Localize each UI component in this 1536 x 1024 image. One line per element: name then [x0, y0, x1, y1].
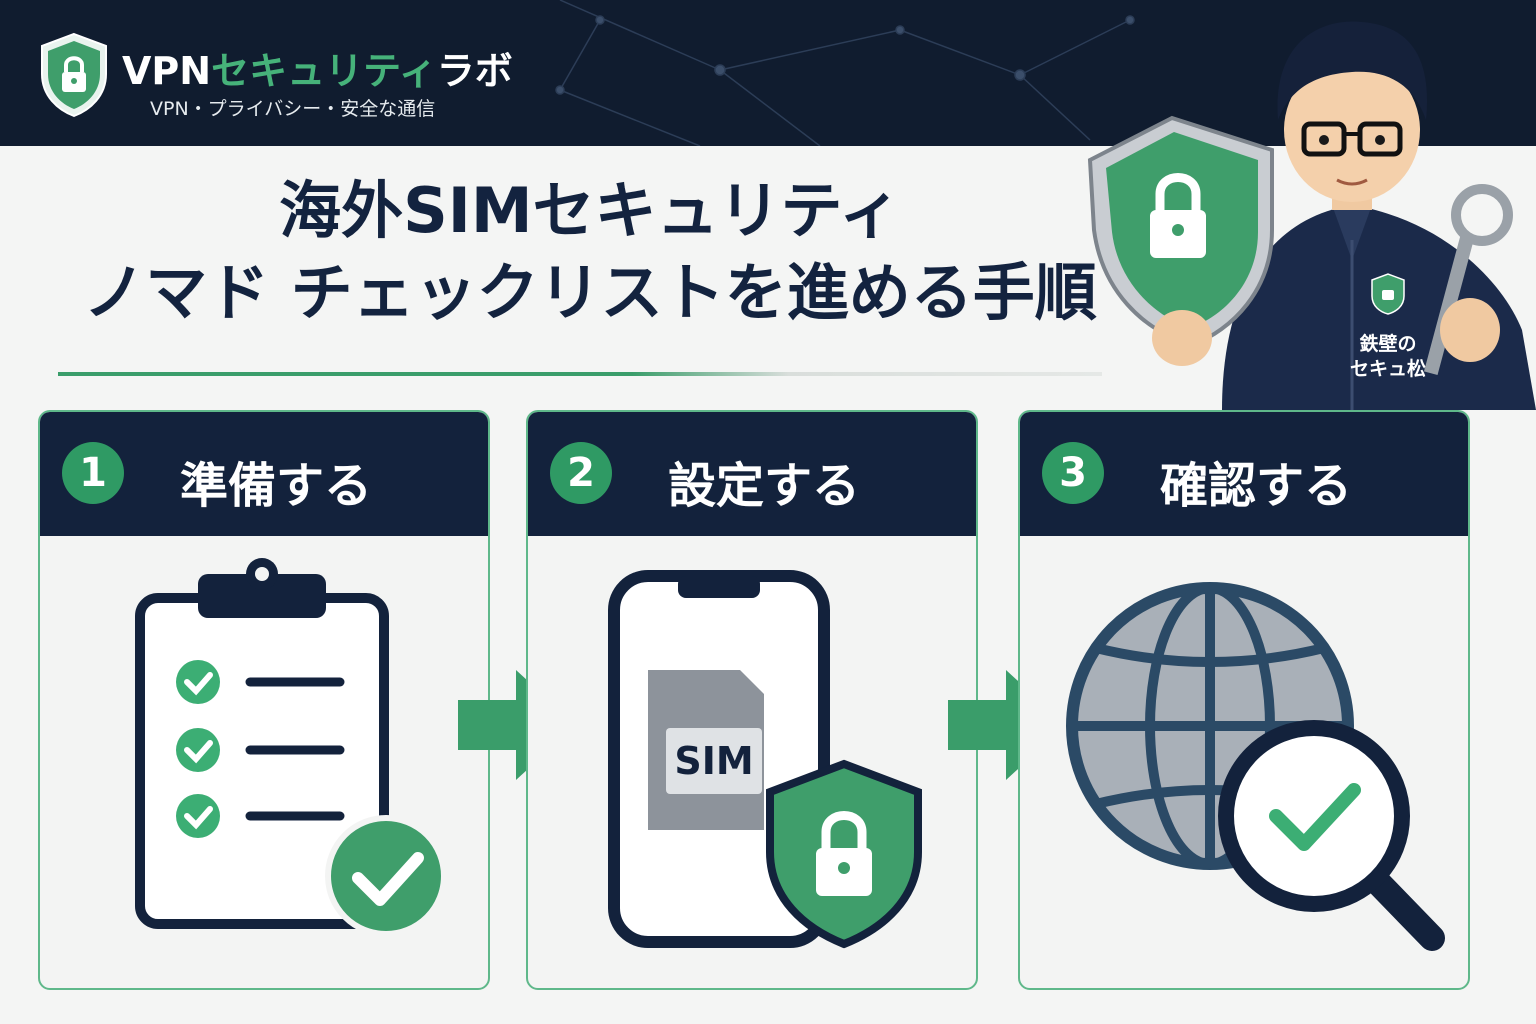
arrow-right-icon	[458, 670, 576, 780]
title-line-2: ノマド チェックリストを進める手順	[83, 256, 1097, 329]
network-background	[555, 0, 1135, 146]
step-panel-1: 1 準備する	[38, 410, 490, 990]
title-underline	[58, 372, 1102, 376]
step-label-3: 確認する	[1160, 458, 1353, 514]
shield-lock-logo-icon	[41, 32, 107, 118]
shield-icon	[1087, 115, 1274, 348]
sim-label: SIM	[674, 739, 753, 783]
globe-magnifier-check-icon	[1066, 582, 1445, 951]
mascot-badge-line1: 鉄壁の	[1359, 332, 1416, 355]
step-header-2: 2 設定する	[528, 412, 976, 536]
step-label-1: 準備する	[180, 458, 373, 514]
key-icon	[1424, 184, 1513, 376]
page-title: 海外SIMセキュリティ ノマド チェックリストを進める手順	[60, 170, 1120, 334]
mascot-character: 鉄壁の セキュ松	[1087, 21, 1536, 410]
header-banner: VPNセキュリティラボ VPN・プライバシー・安全な通信	[0, 0, 1536, 146]
step-panel-3: 3 確認する	[1018, 410, 1470, 990]
step-header-3: 3 確認する	[1020, 412, 1468, 536]
arrow-right-icon	[948, 670, 1066, 780]
title-line-1: 海外SIMセキュリティ	[279, 174, 901, 247]
smartphone-sim-shield-icon: SIM	[608, 570, 922, 949]
step-panel-2: 2 設定する SIM	[526, 410, 978, 990]
brand-name: VPNセキュリティラボ	[122, 49, 513, 93]
step-number-2: 2	[550, 442, 612, 504]
step-label-2: 設定する	[668, 458, 861, 514]
brand-tagline: VPN・プライバシー・安全な通信	[150, 98, 436, 120]
step-number-1: 1	[62, 442, 124, 504]
clipboard-checklist-icon	[135, 558, 447, 937]
step-number-3: 3	[1042, 442, 1104, 504]
mascot-badge-line2: セキュ松	[1350, 357, 1426, 380]
step-header-1: 1 準備する	[40, 412, 488, 536]
